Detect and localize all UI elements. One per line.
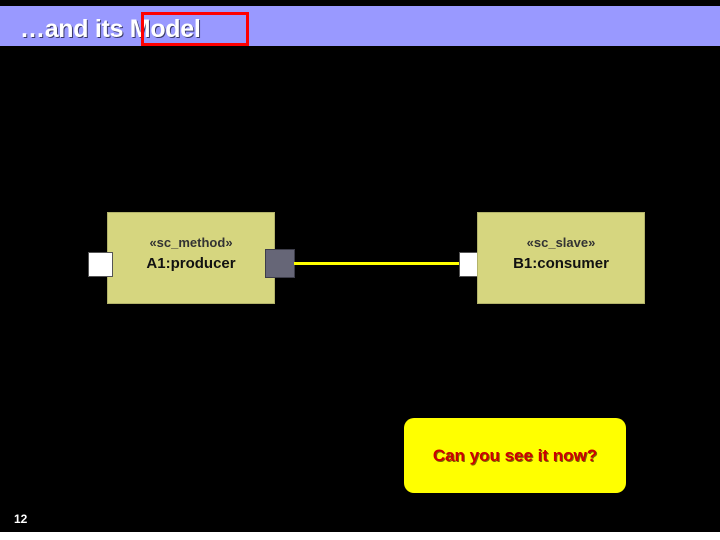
component-producer-instance: A1: bbox=[146, 255, 171, 272]
callout-box[interactable]: Can you see it now? bbox=[404, 418, 626, 493]
component-consumer-class: consumer bbox=[537, 255, 609, 272]
component-consumer-name: B1:consumer bbox=[478, 255, 644, 272]
callout-text: Can you see it now? bbox=[432, 445, 598, 465]
component-consumer[interactable]: «sc_slave» B1:consumer bbox=[477, 212, 645, 304]
component-consumer-stereotype: «sc_slave» bbox=[526, 235, 596, 250]
bottom-bar bbox=[0, 532, 720, 540]
component-producer[interactable]: «sc_method» A1:producer bbox=[107, 212, 275, 304]
component-producer-name: A1:producer bbox=[108, 255, 274, 272]
component-consumer-instance: B1: bbox=[513, 255, 538, 272]
connector-producer-consumer[interactable] bbox=[294, 262, 461, 265]
component-producer-class: producer bbox=[170, 255, 236, 272]
title-bar: …and its Model bbox=[0, 6, 720, 46]
producer-left-port[interactable] bbox=[88, 252, 113, 277]
component-producer-stereotype: «sc_method» bbox=[149, 235, 233, 250]
page-number: 12 bbox=[14, 512, 28, 526]
producer-right-port[interactable] bbox=[265, 249, 295, 278]
page-title: …and its Model bbox=[20, 15, 201, 43]
title-highlight-box bbox=[141, 12, 249, 46]
